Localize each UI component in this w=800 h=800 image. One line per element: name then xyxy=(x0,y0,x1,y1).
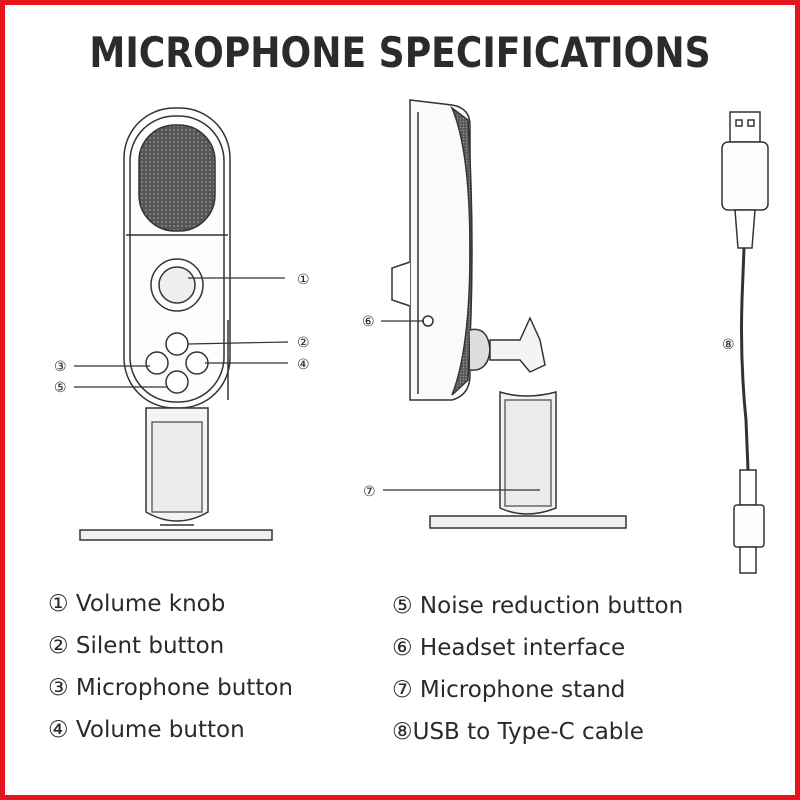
legend-item-headset-interface: ⑥ Headset interface xyxy=(392,635,626,661)
leader-lines xyxy=(74,277,540,491)
side-view-microphone xyxy=(391,99,627,529)
legend-item-microphone-button: ③ Microphone button xyxy=(48,675,293,701)
legend-item-usb-cable: ⑧USB to Type-C cable xyxy=(392,719,644,745)
front-view-microphone xyxy=(79,107,273,541)
base-plate-front xyxy=(79,529,273,541)
callout-5: ⑤ xyxy=(54,380,67,396)
tilt-joint xyxy=(489,316,546,373)
volume-knob-front xyxy=(150,258,204,312)
volume-button-front xyxy=(185,351,209,375)
callout-1: ① xyxy=(297,272,310,288)
legend-item-volume-knob: ① Volume knob xyxy=(48,591,226,617)
grille-side xyxy=(450,105,473,396)
base-plate-side xyxy=(429,515,627,529)
microphone-button-front xyxy=(145,351,169,375)
page-title: MICROPHONE SPECIFICATIONS xyxy=(89,28,711,77)
legend-item-silent-button: ② Silent button xyxy=(48,633,225,659)
grille-front xyxy=(138,124,216,232)
usb-a-plug xyxy=(729,111,761,143)
legend-item-noise-reduction-button: ⑤ Noise reduction button xyxy=(392,593,684,619)
usb-cable xyxy=(721,111,769,574)
callout-2: ② xyxy=(297,335,310,351)
noise-reduction-button-front xyxy=(165,370,189,394)
legend-item-volume-button: ④ Volume button xyxy=(48,717,245,743)
callout-8: ⑧ xyxy=(722,337,735,353)
callout-4: ④ xyxy=(297,357,310,373)
silent-button-front xyxy=(165,332,189,356)
legend-item-microphone-stand: ⑦ Microphone stand xyxy=(392,677,626,703)
callout-6: ⑥ xyxy=(362,314,375,330)
callout-3: ③ xyxy=(54,359,67,375)
callout-7: ⑦ xyxy=(363,484,376,500)
headset-jack xyxy=(422,315,434,327)
type-c-plug xyxy=(733,504,765,548)
